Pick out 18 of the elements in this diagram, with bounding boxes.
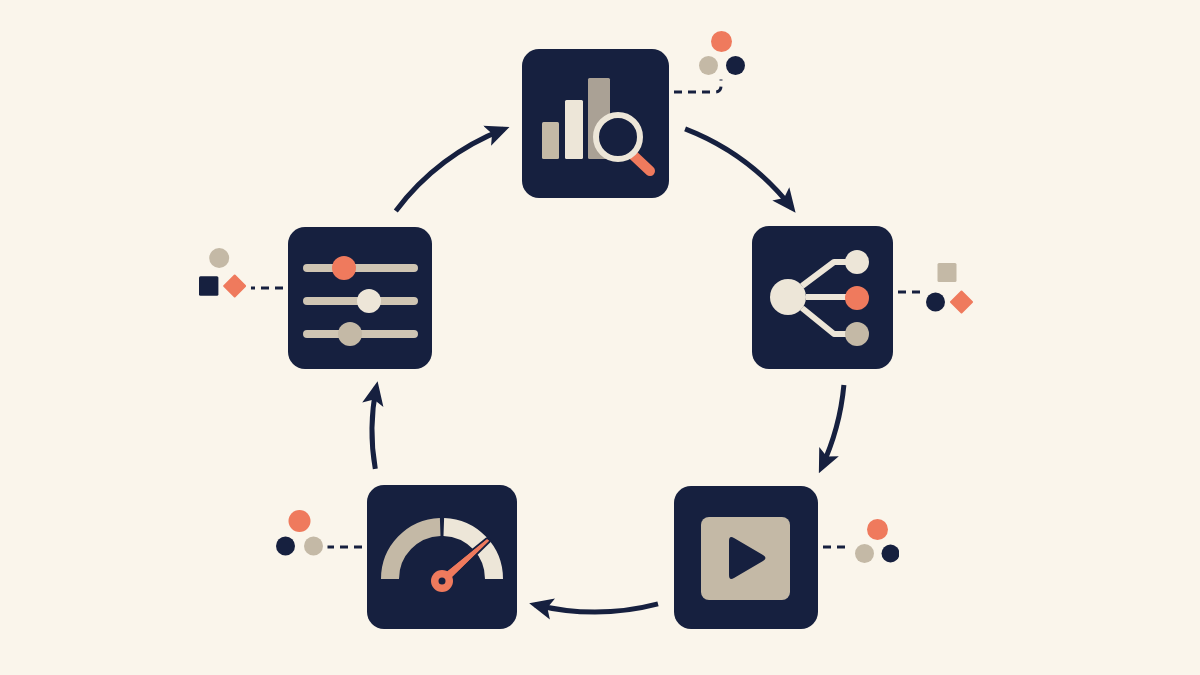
curved-arrow	[362, 381, 385, 470]
icon-tile	[288, 227, 432, 369]
shape-cluster-icon	[198, 248, 246, 298]
curved-arrow	[393, 126, 510, 213]
dot-cluster-icon	[698, 30, 745, 75]
dashed-leader-line	[251, 286, 283, 290]
dot-cluster-icon	[275, 510, 323, 556]
curved-arrow	[529, 597, 659, 619]
icon-tile	[367, 485, 517, 629]
curved-arrow	[818, 384, 847, 474]
dot-cluster-icon	[854, 518, 899, 563]
shape-cluster-icon	[925, 263, 973, 314]
dashed-leader-line	[898, 290, 921, 294]
icon-tile	[522, 49, 669, 198]
icon-tile	[752, 226, 893, 369]
curved-arrow	[684, 126, 796, 213]
icon-tile	[674, 486, 818, 629]
dashed-leader-line	[327, 545, 362, 549]
